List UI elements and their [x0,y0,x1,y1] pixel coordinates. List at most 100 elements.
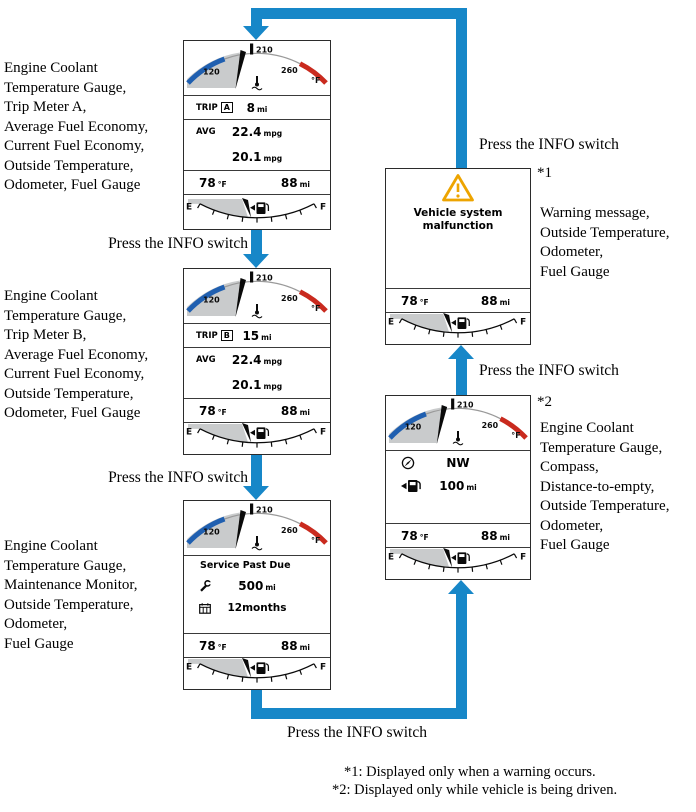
flow-arrow-right-lower-vertical [456,594,467,719]
temp-needle [235,50,246,89]
fuel-pump-icon [250,427,270,439]
warning-message: Vehicle system malfunction [413,207,503,232]
calendar-icon [199,602,211,614]
svg-text:210: 210 [256,274,273,283]
caption-maintenance: Engine Coolant Temperature Gauge, Mainte… [4,538,138,652]
coolant-temp-icon [251,76,263,91]
compass-row: NW [386,450,530,474]
fuel-gauge: E F [186,658,326,683]
maintenance-title: Service Past Due [184,555,330,575]
svg-text:°F: °F [511,431,520,440]
svg-text:°F: °F [311,536,320,545]
arrowhead-into-screen2 [243,254,269,268]
svg-text:120: 120 [203,528,220,537]
svg-text:E: E [186,428,192,438]
temp-needle [235,510,246,549]
coolant-temp-icon [251,536,263,551]
svg-text:260: 260 [281,66,298,75]
svg-text:E: E [186,203,192,213]
flow-arrow-compass-warning [456,359,467,395]
fuel-gauge: E F [186,198,326,223]
flow-arrow-right-upper-vertical [456,8,467,168]
ref-mark-2: *2 [537,394,552,410]
trip-id-badge: B [220,329,233,342]
maintenance-time-row: 12months [184,597,330,619]
info-switch-label-5: Press the INFO switch [479,362,619,379]
svg-text:E: E [388,318,394,328]
coolant-temp-gauge: 120 210 260 °F [186,271,328,319]
svg-text:E: E [388,553,394,563]
coolant-temp-icon [452,431,464,446]
fuel-pump-icon [451,317,470,329]
fuel-needle [443,548,453,568]
svg-text:120: 120 [203,68,220,77]
svg-text:°F: °F [311,76,320,85]
svg-text:F: F [320,663,326,673]
svg-text:F: F [320,203,326,213]
footnote-2: *2: Displayed only while vehicle is bein… [332,782,618,798]
fuel-needle [242,423,251,443]
fuel-pump-icon [250,202,270,214]
fuel-needle [242,658,251,678]
temp-needle [436,405,448,444]
coolant-temp-gauge: 120 210 260 °F [186,43,328,91]
compass-icon [401,456,415,469]
arrowhead-into-screen3 [243,486,269,500]
caption-compass: Engine Coolant Temperature Gauge, Compas… [540,420,670,553]
svg-text:260: 260 [281,526,298,535]
flow-arrow-screen1-screen2 [251,230,262,254]
svg-text:E: E [186,663,192,673]
temp-needle [235,278,246,317]
wrench-icon [200,580,211,592]
fuel-pump-icon [250,662,270,674]
flow-arrow-bottom-horizontal [251,708,467,719]
info-switch-label-3: Press the INFO switch [287,724,427,741]
svg-text:F: F [320,428,326,438]
svg-text:F: F [520,318,526,328]
info-switch-label-2: Press the INFO switch [108,469,248,486]
info-switch-label-4: Press the INFO switch [479,136,619,153]
flow-arrow-screen2-screen3 [251,455,262,486]
coolant-temp-gauge: 120 210 260 °F [388,398,528,446]
caption-trip-a: Engine Coolant Temperature Gauge, Trip M… [4,60,149,193]
svg-text:210: 210 [256,506,273,515]
caption-trip-b: Engine Coolant Temperature Gauge, Trip M… [4,288,149,421]
fuel-needle [443,313,453,333]
coolant-temp-gauge: 120 210 260 °F [186,503,328,551]
flow-arrow-top-left-vertical [251,8,262,26]
fuel-needle [242,198,251,218]
flow-arrow-screen3-down [251,690,262,719]
coolant-temp-icon [251,304,263,319]
ref-mark-1: *1 [537,165,552,181]
svg-text:210: 210 [256,46,273,55]
warning-triangle-icon [442,174,474,202]
fuel-pump-icon [451,552,470,564]
fuel-gauge: E F [388,313,526,338]
svg-text:°F: °F [311,304,320,313]
info-switch-label-1: Press the INFO switch [108,235,248,252]
footnote-1: *1: Displayed only when a warning occurs… [344,764,596,780]
caption-warning: Warning message, Outside Temperature, Od… [540,205,670,280]
fuel-gauge: E F [186,423,326,448]
fuel-gauge: E F [388,548,526,573]
svg-text:260: 260 [281,294,298,303]
svg-text:120: 120 [405,422,422,431]
trip-id-badge: A [220,101,233,114]
